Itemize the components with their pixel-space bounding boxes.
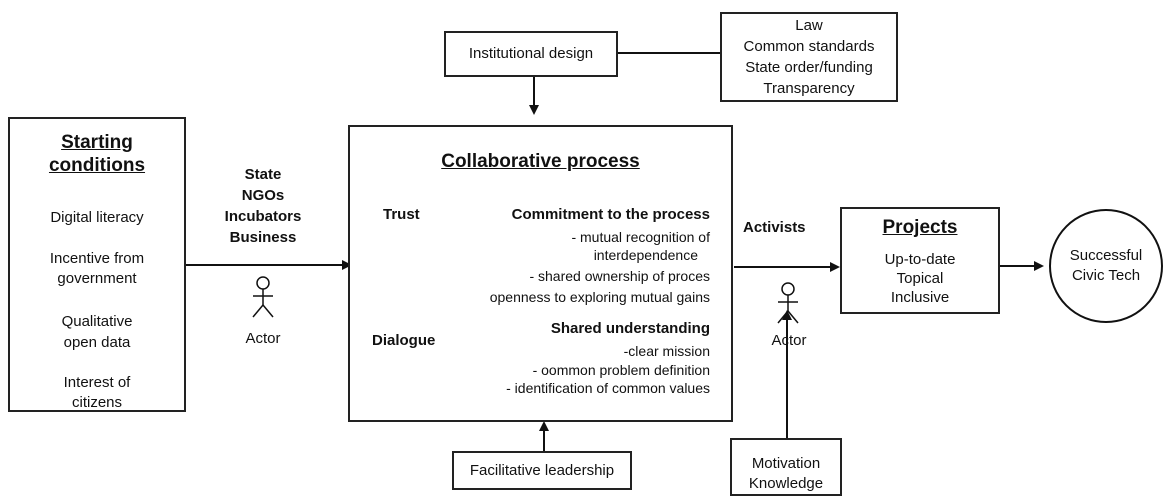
motivation-box <box>730 438 842 496</box>
starting-condition-item: Interest of <box>63 374 131 391</box>
starting-condition-item: government <box>57 270 137 287</box>
understanding-title: Shared understanding <box>550 320 710 337</box>
institutional-detail: State order/funding <box>745 59 873 76</box>
institutional-design-label: Institutional design <box>468 45 594 62</box>
facilitative-leadership-label: Facilitative leadership <box>469 462 615 479</box>
project-item: Topical <box>896 270 944 287</box>
starting-condition-item: Incentive from <box>49 250 145 267</box>
outcome-label: Civic Tech <box>1071 267 1141 284</box>
commitment-item: interdependence <box>593 247 698 263</box>
starting-condition-item: Qualitative <box>61 313 133 330</box>
project-item: Inclusive <box>890 289 950 306</box>
stakeholder-label: State <box>244 166 282 183</box>
outcome-label: Successful <box>1069 247 1143 264</box>
outcome-circle <box>1049 209 1163 323</box>
dialogue-label: Dialogue <box>372 332 436 349</box>
stakeholder-label: NGOs <box>241 187 285 204</box>
institutional-detail: Law <box>795 17 823 34</box>
project-item: Up-to-date <box>884 251 956 268</box>
actor-figure-icon <box>777 282 799 324</box>
understanding-item: -clear mission <box>623 343 710 359</box>
institutional-design-box <box>444 31 618 77</box>
actor-figure-icon <box>252 276 274 318</box>
collaborative-process-box <box>348 125 733 422</box>
understanding-item: - oommon problem definition <box>532 362 710 378</box>
stakeholder-label: Incubators <box>224 208 302 225</box>
commitment-item: openness to exploring mutual gains <box>489 289 710 305</box>
institutional-details-box <box>720 12 898 102</box>
understanding-item: - identification of common values <box>506 380 710 396</box>
commitment-item: - mutual recognition of <box>571 229 710 245</box>
starting-condition-item: Digital literacy <box>50 209 144 226</box>
motivation-item: Knowledge <box>748 475 824 492</box>
projects-box <box>840 207 1000 314</box>
actor-label: Actor <box>771 332 807 349</box>
activists-label: Activists <box>743 219 806 236</box>
trust-label: Trust <box>383 206 420 223</box>
commitment-item: - shared ownership of proces <box>529 268 710 284</box>
projects-title: Projects <box>882 217 958 238</box>
collaborative-process-title: Collaborative process <box>441 151 640 172</box>
starting-conditions-box <box>8 117 186 412</box>
actor-label: Actor <box>245 330 281 347</box>
motivation-item: Motivation <box>751 455 821 472</box>
starting-condition-item: citizens <box>71 394 123 411</box>
starting-condition-item: open data <box>63 334 131 351</box>
facilitative-leadership-box <box>452 451 632 490</box>
institutional-detail: Transparency <box>763 80 855 97</box>
stakeholder-label: Business <box>229 229 297 246</box>
institutional-detail: Common standards <box>743 38 875 55</box>
starting-conditions-title: Starting conditions <box>48 132 146 176</box>
commitment-title: Commitment to the process <box>511 206 710 223</box>
